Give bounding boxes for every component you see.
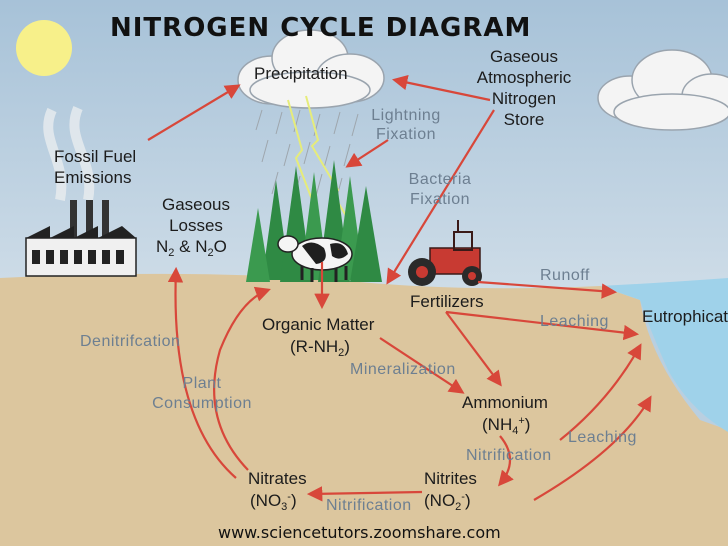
ground bbox=[0, 273, 728, 546]
svg-text:Organic Matter: Organic Matter bbox=[262, 315, 375, 334]
label-nitrates: Nitrates (NO3-) bbox=[248, 469, 307, 513]
arrow-fertilizers-to-ammonium bbox=[445, 311, 502, 387]
svg-text:Fixation: Fixation bbox=[410, 191, 470, 208]
svg-text:Fixation: Fixation bbox=[376, 126, 436, 143]
tractor-icon bbox=[408, 220, 482, 286]
svg-text:Nitrates: Nitrates bbox=[248, 469, 307, 488]
label-organic-matter: Organic Matter (R-NH2) bbox=[262, 315, 375, 359]
label-fertilizers: Fertilizers bbox=[410, 292, 484, 311]
footer-url: www.sciencetutors.zoomshare.com bbox=[218, 523, 501, 542]
label-gaseous-losses: Gaseous Losses N2 & N2O bbox=[156, 195, 230, 259]
arrow-runoff bbox=[477, 280, 618, 299]
rain-icon bbox=[255, 109, 359, 201]
svg-text:Consumption: Consumption bbox=[152, 395, 252, 412]
label-nitrification-bottom: Nitrification bbox=[326, 497, 412, 514]
label-plant-consumption: Plant Consumption bbox=[152, 375, 252, 412]
svg-text:N2 & N2O: N2 & N2O bbox=[156, 237, 227, 259]
arrow-denitrification bbox=[167, 266, 237, 479]
label-atmospheric-store: Gaseous Atmospheric Nitrogen Store bbox=[477, 47, 572, 129]
svg-text:Emissions: Emissions bbox=[54, 168, 131, 187]
label-fossil-fuel: Fossil Fuel Emissions bbox=[54, 147, 136, 187]
svg-text:Lightning: Lightning bbox=[371, 107, 440, 124]
factory-icon bbox=[25, 106, 137, 277]
arrow-lightning-fixation bbox=[345, 139, 389, 168]
svg-text:Gaseous: Gaseous bbox=[162, 195, 230, 214]
cloud-icon bbox=[597, 49, 728, 131]
svg-text:Fossil Fuel: Fossil Fuel bbox=[54, 147, 136, 166]
arrow-leaching-right bbox=[559, 343, 642, 441]
svg-text:(NO2-): (NO2-) bbox=[424, 491, 471, 513]
svg-text:Nitrogen: Nitrogen bbox=[492, 89, 556, 108]
sun-icon bbox=[16, 20, 72, 76]
label-leaching-top: Leaching bbox=[540, 313, 609, 330]
label-nitrites: Nitrites (NO2-) bbox=[424, 469, 477, 513]
cycle-arrows bbox=[147, 75, 652, 502]
svg-text:(NO3-): (NO3-) bbox=[250, 491, 297, 513]
svg-text:Gaseous: Gaseous bbox=[490, 47, 558, 66]
label-mineralization: Mineralization bbox=[350, 361, 456, 378]
label-ammonium: Ammonium (NH4+) bbox=[462, 393, 548, 437]
arrow-bacteria-fixation bbox=[386, 109, 495, 285]
page-title: NITROGEN CYCLE DIAGRAM bbox=[110, 13, 531, 43]
label-lightning-fixation: Lightning Fixation bbox=[371, 107, 440, 143]
water-body bbox=[600, 278, 728, 432]
svg-text:Nitrites: Nitrites bbox=[424, 469, 477, 488]
label-precipitation: Precipitation bbox=[254, 64, 348, 83]
svg-text:Plant: Plant bbox=[183, 375, 222, 392]
label-eutrophication: Eutrophication bbox=[642, 307, 728, 326]
label-denitrification: Denitrifcation bbox=[80, 333, 180, 350]
svg-text:Atmospheric: Atmospheric bbox=[477, 68, 572, 87]
arrow-plant-consumption bbox=[213, 286, 271, 471]
arrow-nitrification-bottom bbox=[306, 486, 423, 502]
arrow-fossil-to-precipitation bbox=[147, 84, 241, 141]
svg-text:(NH4+): (NH4+) bbox=[482, 415, 530, 437]
label-leaching-right: Leaching bbox=[568, 429, 637, 446]
svg-text:Losses: Losses bbox=[169, 216, 223, 235]
label-runoff: Runoff bbox=[540, 267, 590, 284]
arrow-mineralization bbox=[379, 337, 465, 394]
cloud-icon bbox=[237, 29, 385, 109]
svg-text:(R-NH2): (R-NH2) bbox=[290, 337, 350, 359]
arrow-atmospheric-to-precipitation bbox=[391, 75, 491, 102]
svg-text:Ammonium: Ammonium bbox=[462, 393, 548, 412]
arrow-leaching-top bbox=[445, 310, 640, 341]
cow-icon bbox=[277, 235, 353, 282]
label-bacteria-fixation: Bacteria Fixation bbox=[409, 171, 472, 208]
svg-text:Bacteria: Bacteria bbox=[409, 171, 472, 188]
svg-text:Store: Store bbox=[504, 110, 545, 129]
label-nitrification-right: Nitrification bbox=[466, 447, 552, 464]
arrow-nitrification-right bbox=[498, 435, 514, 487]
arrow-leaching-to-water bbox=[533, 395, 652, 501]
